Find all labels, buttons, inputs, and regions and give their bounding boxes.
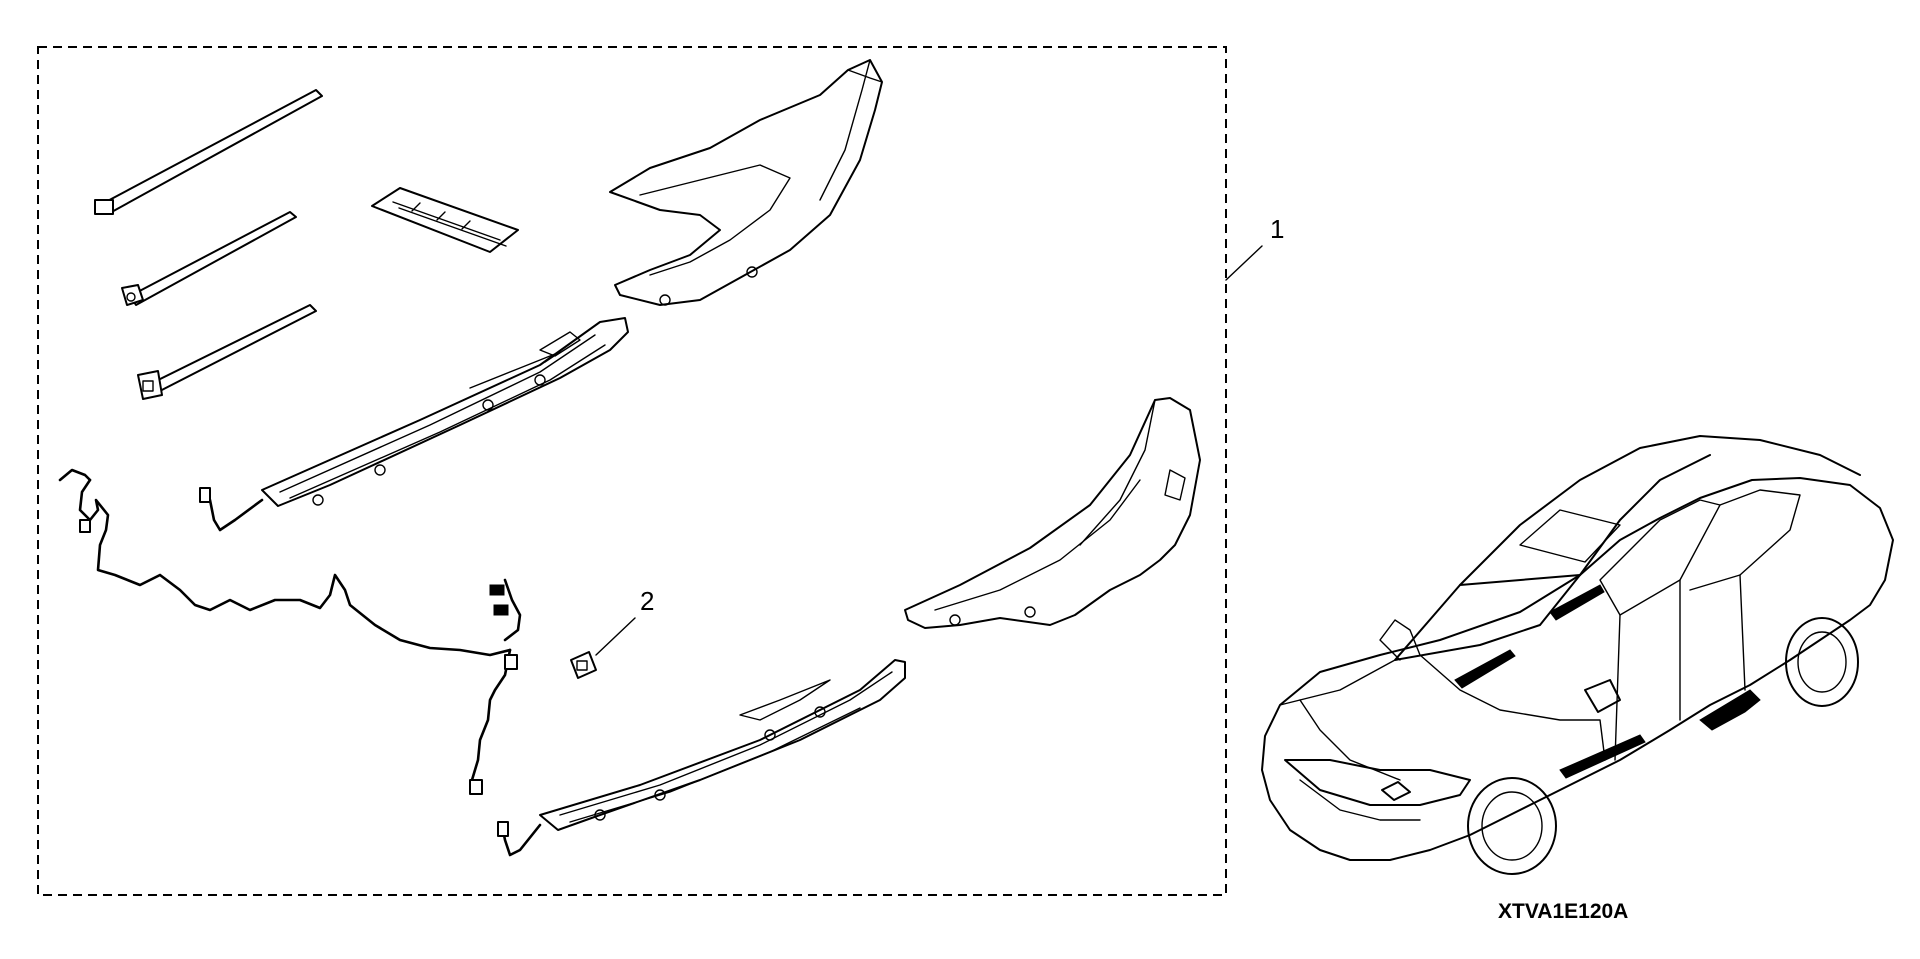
cable-tie-1 bbox=[94, 89, 323, 215]
front-sill-trim-plate bbox=[261, 317, 629, 507]
sill-light-connector-lower bbox=[497, 821, 509, 837]
callout-leader-1 bbox=[1225, 245, 1263, 281]
cable-tie-3 bbox=[137, 304, 317, 400]
callout-label-1: 1 bbox=[1270, 214, 1284, 244]
rear-sill-trim-plate bbox=[539, 659, 906, 831]
cable-tie-2 bbox=[121, 211, 297, 306]
callout-label-2: 2 bbox=[640, 586, 654, 616]
diagram-code: XTVA1E120A bbox=[1498, 900, 1628, 923]
bulb-socket bbox=[570, 651, 597, 679]
sill-light-wire-upper bbox=[203, 490, 264, 532]
callout-leader-2 bbox=[595, 617, 636, 656]
vehicle-illustration bbox=[1261, 435, 1894, 875]
kit-boundary-box bbox=[37, 46, 1227, 896]
front-sill-trim-rear-piece bbox=[609, 59, 883, 306]
rear-sill-trim-rear-piece bbox=[904, 397, 1201, 629]
wire-harness bbox=[58, 468, 522, 795]
sill-light-connector-upper bbox=[199, 487, 211, 503]
adhesive-tape-sheet bbox=[371, 187, 519, 253]
